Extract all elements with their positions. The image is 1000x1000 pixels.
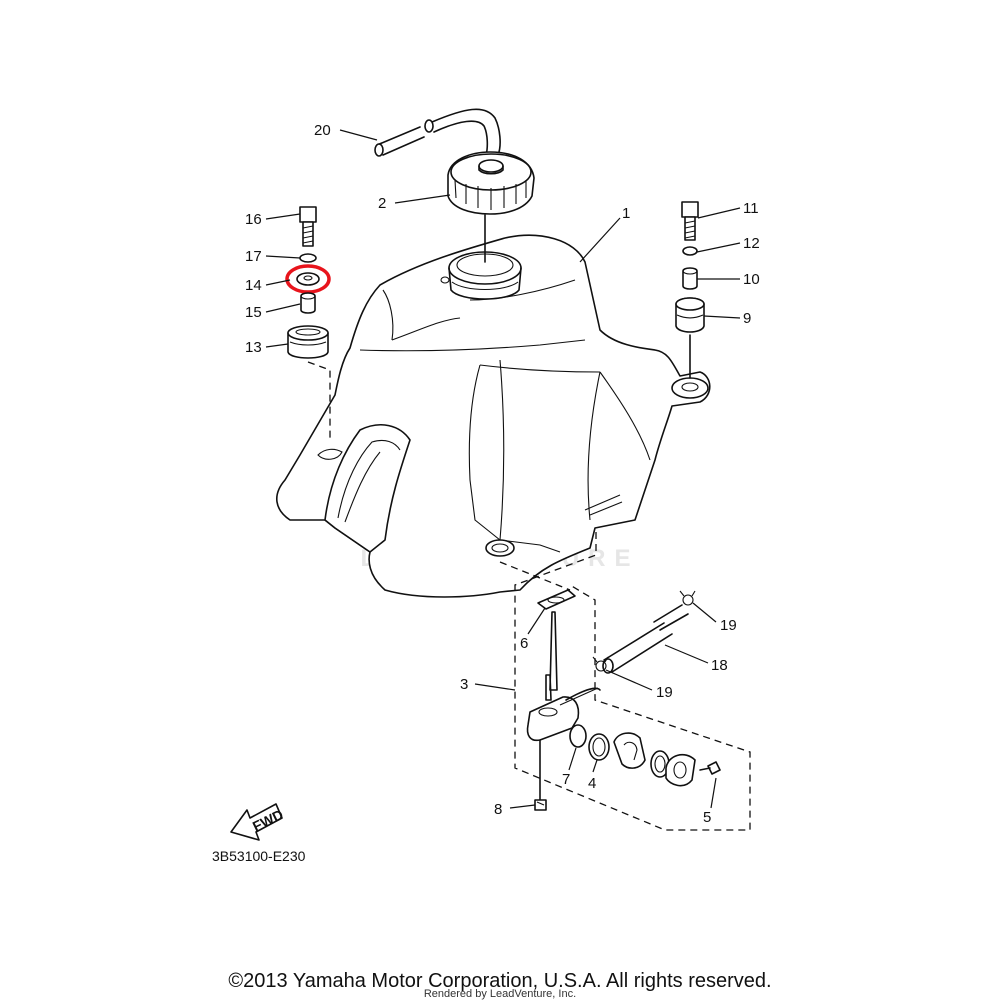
right-mount-bolt[interactable] [681,201,699,241]
cock-screw[interactable] [534,739,547,811]
left-damper[interactable] [287,325,329,359]
fwd-label: FWD [250,806,286,834]
callout-2: 2 [378,195,386,212]
left-collar[interactable] [300,292,316,314]
highlight-ring [285,264,331,294]
fuel-cock-body[interactable] [526,687,601,742]
leader-lines [265,129,741,809]
left-mount-bolt[interactable] [299,206,317,247]
hose-clip-upper[interactable] [679,590,696,606]
callout-7: 7 [562,771,570,788]
callout-15: 15 [245,304,262,321]
callout-13: 13 [245,339,262,356]
right-lock-washer[interactable] [682,246,698,256]
callout-17: 17 [245,248,262,265]
cock-o-ring[interactable] [569,724,587,748]
callout-16: 16 [245,211,262,228]
callout-4: 4 [588,775,596,792]
fuel-hose[interactable] [602,604,689,674]
rendered-by-text: Rendered by LeadVenture, Inc. [423,988,577,1000]
callout-10: 10 [743,271,760,288]
cock-gasket[interactable] [588,733,610,761]
callout-8: 8 [494,801,502,818]
callout-labels: 20 2 1 16 17 14 15 13 11 12 10 9 3 6 7 4… [245,122,760,826]
left-lock-washer[interactable] [299,253,317,263]
hose-clip-lower[interactable] [592,656,609,672]
drawing-code: 3B53100-E230 [212,848,306,864]
right-collar[interactable] [682,267,698,290]
cock-lever[interactable] [613,732,646,769]
breather-hose[interactable] [374,108,501,157]
callout-18: 18 [711,657,728,674]
fuel-cap[interactable] [447,151,535,263]
plate-screw[interactable] [699,761,721,775]
callout-3: 3 [460,676,468,693]
callout-20: 20 [314,122,331,139]
callout-12: 12 [743,235,760,252]
callout-19-lower: 19 [656,684,673,701]
fuel-tank[interactable] [276,234,711,598]
callout-6: 6 [520,635,528,652]
callout-11: 11 [743,200,759,217]
callout-14: 14 [245,277,262,294]
callout-19-upper: 19 [720,617,737,634]
fuel-cock-gasket[interactable] [537,589,576,610]
right-damper[interactable] [675,297,705,333]
callout-5: 5 [703,809,711,826]
copyright-text: ©2013 Yamaha Motor Corporation, U.S.A. A… [228,970,772,992]
callout-9: 9 [743,310,751,327]
assembly-outline [514,532,751,831]
callout-1: 1 [622,205,630,222]
fuel-strainer-pipe[interactable] [545,611,558,701]
left-collar-washer[interactable] [296,272,320,286]
fwd-arrow-icon: FWD [230,803,286,841]
lever-plate[interactable] [665,753,696,787]
